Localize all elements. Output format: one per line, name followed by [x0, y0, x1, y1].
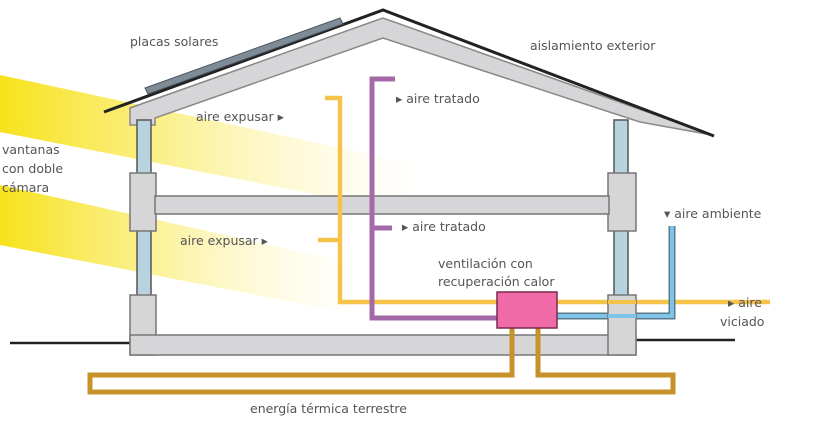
sun-beam-lower [0, 185, 360, 315]
ambient-pipe-fill [555, 226, 674, 318]
label-ambient: ▾ aire ambiente [664, 206, 762, 221]
label-treated-top: ▸ aire tratado [396, 91, 480, 106]
right-wall-block-bottom [607, 294, 637, 356]
label-windows-2: con doble [2, 161, 64, 176]
treated-pipe-main [369, 76, 500, 321]
label-hrv-1: ventilación con [438, 256, 533, 271]
ground-slab [129, 334, 637, 356]
label-geothermal: energía térmica terrestre [250, 401, 407, 416]
label-stale-1: ▸ aire [728, 295, 762, 310]
label-solar-panels: placas solares [130, 34, 219, 49]
heat-recovery-unit [496, 291, 558, 329]
right-window-upper [613, 119, 629, 177]
label-insulation: aislamiento exterior [530, 38, 656, 53]
left-window-lower [136, 227, 152, 297]
solar-panel [144, 17, 344, 95]
right-wall-block-mid [607, 172, 637, 232]
label-windows-3: cámara [2, 180, 50, 195]
left-window-upper [136, 119, 152, 177]
label-treated-mid: ▸ aire tratado [402, 219, 486, 234]
roof-line [103, 8, 715, 138]
label-exhaust-mid: aire expusar ▸ [180, 233, 268, 248]
label-hrv-2: recuperación calor [438, 274, 555, 289]
label-exhaust-top: aire expusar ▸ [196, 109, 284, 124]
left-wall-block-mid [129, 172, 157, 232]
sun-beam-upper [0, 75, 420, 215]
label-windows-1: vantanas [2, 142, 60, 157]
label-stale-2: viciado [720, 314, 765, 329]
geothermal-loop [87, 328, 676, 395]
right-window-lower [613, 227, 629, 297]
mid-floor-slab [154, 195, 610, 215]
